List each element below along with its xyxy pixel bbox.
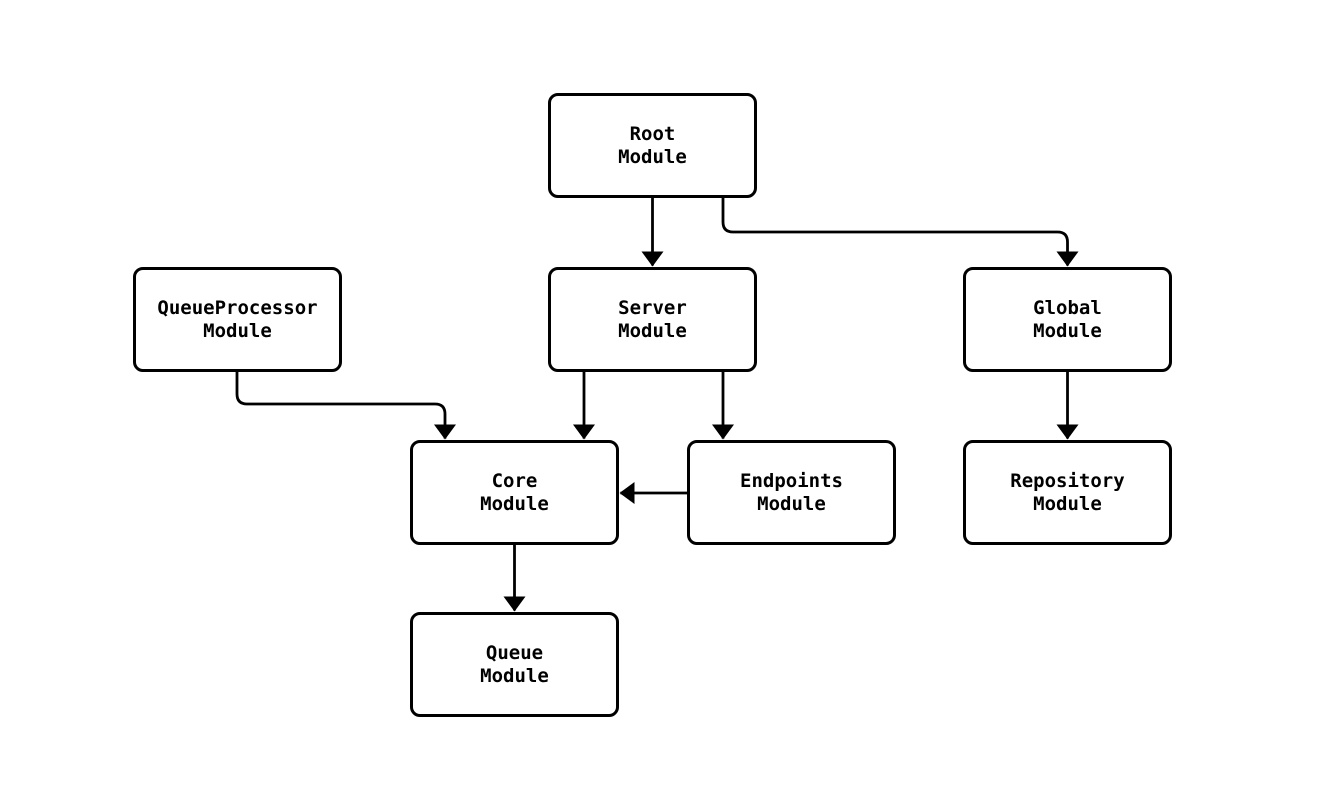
node-global-label-line1: Global [1033,296,1102,319]
node-server-module: Server Module [548,267,757,372]
node-queueprocessor-label-line2: Module [203,319,272,342]
node-server-label-line2: Module [618,319,687,342]
node-queueprocessor-label-line1: QueueProcessor [157,296,318,319]
node-server-label-line1: Server [618,296,687,319]
edge-queueprocessor-to-core [235,372,456,440]
node-repository-label-line2: Module [1033,492,1102,515]
node-core-label-line2: Module [480,492,549,515]
node-global-module: Global Module [963,267,1172,372]
node-queue-label-line2: Module [480,664,549,687]
node-core-module: Core Module [410,440,619,545]
edge-root-to-global [721,198,1079,267]
node-root-label-line1: Root [629,122,676,145]
node-queue-label-line1: Queue [485,641,544,664]
node-repository-module: Repository Module [963,440,1172,545]
node-repository-label-line1: Repository [1010,469,1125,492]
node-root-module: Root Module [548,93,757,198]
node-core-label-line1: Core [491,469,538,492]
node-global-label-line2: Module [1033,319,1102,342]
node-endpoints-label-line1: Endpoints [740,469,843,492]
node-endpoints-label-line2: Module [757,492,826,515]
node-queue-module: Queue Module [410,612,619,717]
node-root-label-line2: Module [618,145,687,168]
node-endpoints-module: Endpoints Module [687,440,896,545]
node-queueprocessor-module: QueueProcessor Module [133,267,342,372]
